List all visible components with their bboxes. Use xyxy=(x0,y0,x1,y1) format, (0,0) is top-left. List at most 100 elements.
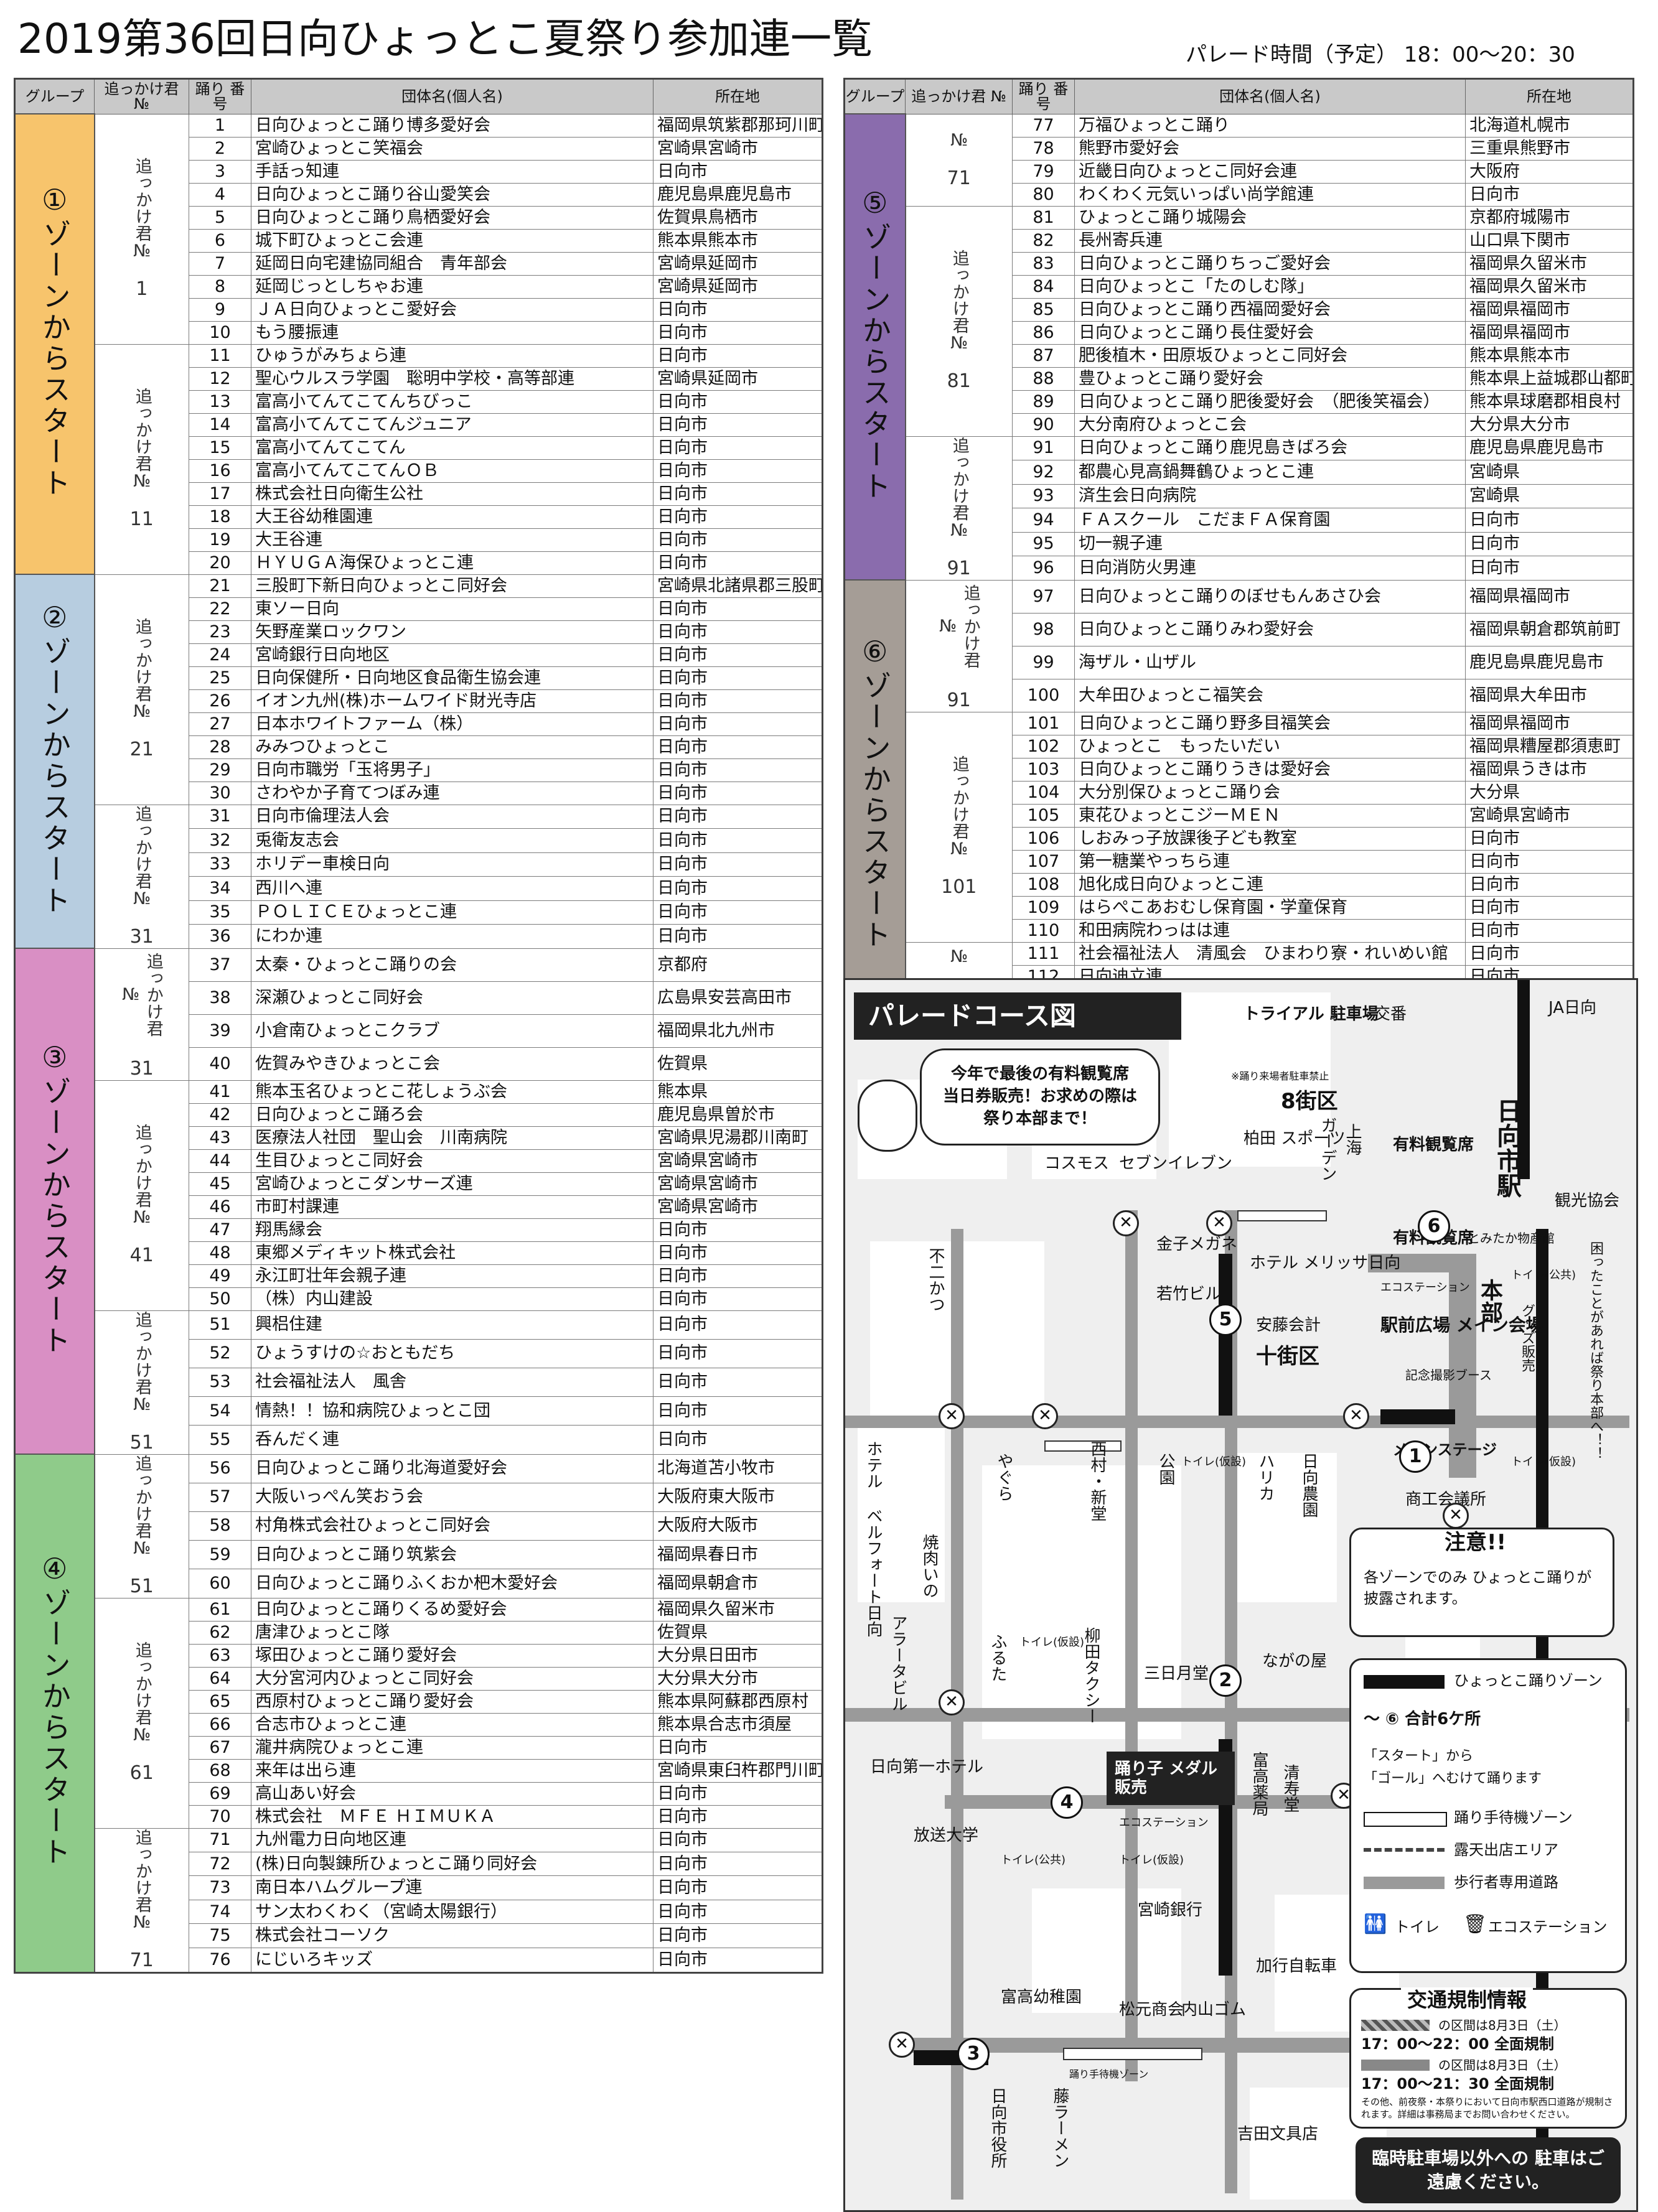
group-name: 瀧井病院ひょっとこ連 xyxy=(251,1735,653,1760)
group-name: 万福ひょっとこ踊り xyxy=(1074,113,1466,138)
group-location: 宮崎県延岡市 xyxy=(653,366,823,391)
dance-number: 53 xyxy=(189,1367,251,1398)
group-location: 日向市 xyxy=(653,781,823,805)
group-location: 日向市 xyxy=(653,1338,823,1368)
dance-number: 104 xyxy=(1012,780,1075,805)
group-name: 日本ホワイトファーム（株） xyxy=(251,712,653,736)
dance-number: 94 xyxy=(1012,508,1075,533)
dance-number: 99 xyxy=(1012,645,1075,679)
group-location: 福岡県久留米市 xyxy=(1465,251,1634,276)
group-location: 大阪府東大阪市 xyxy=(653,1482,823,1512)
group-location: 日向市 xyxy=(1465,531,1634,556)
oikake-number: 31 xyxy=(129,1057,154,1080)
group-name: 城下町ひょっとこ会連 xyxy=(251,228,653,253)
group-location: 熊本県合志市須屋 xyxy=(653,1712,823,1737)
map-title: パレードコース図 xyxy=(868,1001,1076,1031)
group-name: 日向ひょっとこ踊りふくおか杷木愛好会 xyxy=(251,1569,653,1598)
legend-waiting-zone: 踊り手待機ゾーン xyxy=(1454,1809,1573,1826)
map-label: 有料観覧席 xyxy=(1393,1136,1474,1154)
map-label: 吉田文具店 xyxy=(1237,2125,1319,2144)
group-name: 富高小てんてこてんＯＢ xyxy=(251,459,653,483)
map-label: 踊り手待機ゾーン xyxy=(1069,2068,1149,2080)
dance-number: 7 xyxy=(189,251,251,276)
group-location: 福岡県福岡市 xyxy=(1465,579,1634,614)
group-name: にじいろキッズ xyxy=(251,1947,653,1973)
group-location: 福岡県北九州市 xyxy=(653,1014,823,1048)
group-name: 宮崎銀行日向地区 xyxy=(251,643,653,667)
map-label: 清寿堂 xyxy=(1281,1764,1300,1813)
group-location: 日向市 xyxy=(653,1367,823,1398)
traffic-line2-label: の区間は8月3日（土） xyxy=(1438,2058,1567,2073)
dance-number: 97 xyxy=(1012,579,1075,614)
group-name: 大分別保ひょっとこ踊り会 xyxy=(1074,780,1466,805)
group-location: 宮崎県 xyxy=(1465,483,1634,508)
group-location: 広島県安芸高田市 xyxy=(653,981,823,1015)
dance-number: 64 xyxy=(189,1666,251,1691)
group-name: 熊野市愛好会 xyxy=(1074,136,1466,161)
header-name: 団体名(個人名) xyxy=(251,78,653,114)
group-name: 日向消防火男連 xyxy=(1074,556,1466,581)
group-name: 生目ひょっとこ同好会 xyxy=(251,1149,653,1173)
dance-number: 63 xyxy=(189,1643,251,1668)
group-location: 日向市 xyxy=(653,505,823,529)
group-location: 日向市 xyxy=(1465,895,1634,920)
map-label: ハリカ xyxy=(1256,1453,1275,1501)
group-name: 宮崎ひょっとこダンサーズ連 xyxy=(251,1172,653,1196)
group-location: 日向市 xyxy=(653,1425,823,1455)
dance-number: 89 xyxy=(1012,390,1075,414)
group-location: 日向市 xyxy=(1465,918,1634,943)
group-name: 長州寄兵連 xyxy=(1074,228,1466,253)
legend-pedestrian: 歩行者専用道路 xyxy=(1454,1874,1558,1891)
group-location: 日向市 xyxy=(653,482,823,506)
group-location: 日向市 xyxy=(653,758,823,782)
group-location: 日向市 xyxy=(653,852,823,877)
group-location: 熊本県上益城郡山都町 xyxy=(1465,366,1634,391)
group-location: 大阪府 xyxy=(1465,159,1634,184)
group-location: 日向市 xyxy=(653,436,823,460)
group-location: 熊本県 xyxy=(653,1080,823,1104)
group-name: ＪＡ日向ひょっとこ愛好会 xyxy=(251,297,653,322)
oikake-label: 追っかけ君№ xyxy=(132,388,152,491)
map-label: 上海 xyxy=(1343,1123,1362,1155)
header-group: グループ xyxy=(844,78,906,114)
map-label: トイレ(仮設) xyxy=(1119,1854,1184,1867)
oikake-label: 追っかけ君№ xyxy=(132,1310,152,1414)
group-name: 日向ひょっとこ踊りうきは愛好会 xyxy=(1074,757,1466,782)
dance-number: 19 xyxy=(189,528,251,552)
group-name: 社会福祉法人 清風会 ひまわり寮・れいめい館 xyxy=(1074,941,1466,966)
zone-marker-5: 5 xyxy=(1209,1304,1242,1336)
oikake-number: 91 xyxy=(947,689,971,711)
group-name: 九州電力日向地区連 xyxy=(251,1827,653,1852)
group-location: 日向市 xyxy=(653,551,823,575)
group-name: 翔馬縁会 xyxy=(251,1218,653,1242)
traffic-line1-label: の区間は8月3日（土） xyxy=(1438,2018,1567,2033)
road-closed-icon: ✕ xyxy=(939,1403,965,1429)
oikake-number: 61 xyxy=(129,1762,154,1784)
group-location: 日向市 xyxy=(653,528,823,552)
group-name: 市町村課連 xyxy=(251,1195,653,1219)
group-name: 日向ひょっとこ踊り長住愛好会 xyxy=(1074,320,1466,345)
group-name: ホリデー車検日向 xyxy=(251,852,653,877)
zone-label: ③ゾーンからスタート xyxy=(37,1040,72,1356)
traffic-box: 交通規制情報 の区間は8月3日（土） 17：00〜22：00 全面規制 の区間は… xyxy=(1349,1987,1627,2129)
dance-number: 57 xyxy=(189,1482,251,1512)
oikake-number: 51 xyxy=(129,1575,154,1597)
dance-number: 80 xyxy=(1012,182,1075,207)
map-label: ながの屋 xyxy=(1262,1652,1328,1671)
dance-number: 18 xyxy=(189,505,251,529)
zone-group-cell: ⑤ゾーンからスタート xyxy=(843,113,906,581)
